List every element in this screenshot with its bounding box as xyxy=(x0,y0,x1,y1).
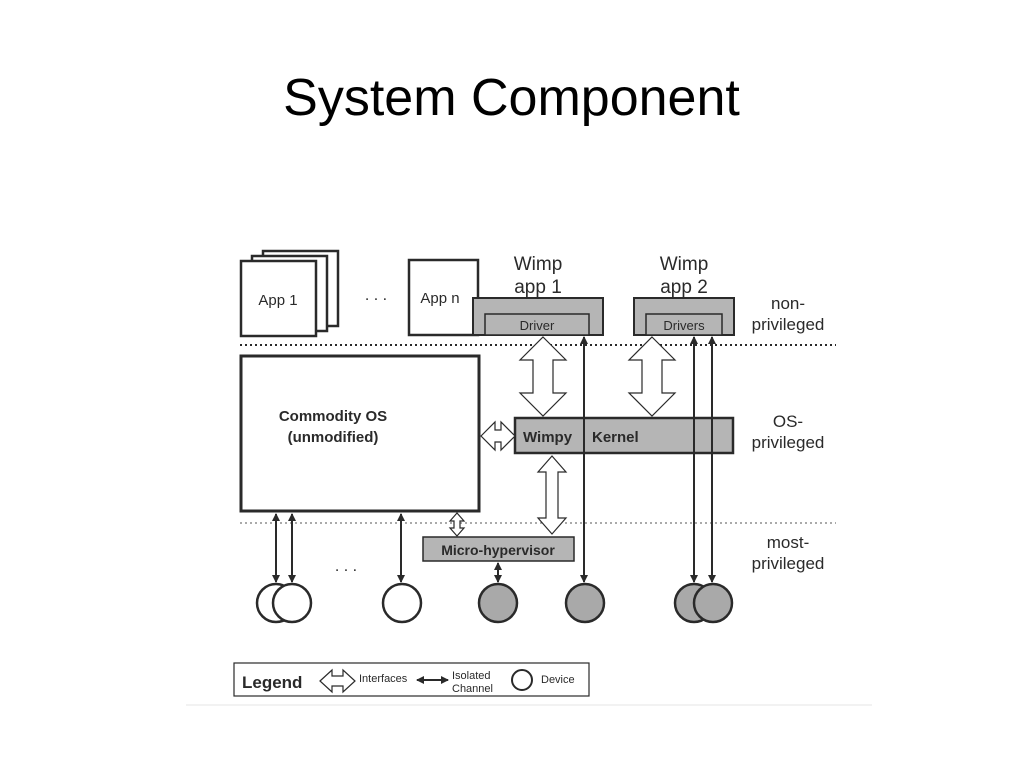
micro-hypervisor: Micro-hypervisor xyxy=(422,536,575,562)
app1-label: App 1 xyxy=(258,292,297,309)
interface-wimpapp1-kernel xyxy=(518,336,568,417)
micro-hypervisor-label: Micro-hypervisor xyxy=(441,542,555,558)
legend-title: Legend xyxy=(242,673,302,692)
micro-hypervisor-box xyxy=(422,536,575,562)
label-most-privileged: most- privileged xyxy=(752,533,825,573)
wimp-app2-title-line1: Wimp xyxy=(660,254,709,275)
legend-isolated-line1: Isolated xyxy=(452,670,491,682)
label-os-privileged: OS- privileged xyxy=(752,412,825,452)
interface-kernel-hypervisor xyxy=(536,455,568,535)
wimp-app1-title-line1: Wimp xyxy=(514,254,563,275)
wimpy-kernel-word1: Wimpy xyxy=(523,429,573,446)
wimp-app1: Wimp app 1 Driver xyxy=(472,254,604,336)
label-os-privileged-line1: OS- xyxy=(773,412,803,431)
device-wimpapp1 xyxy=(564,582,606,624)
legend-device-icon xyxy=(511,669,533,691)
label-most-privileged-line1: most- xyxy=(767,533,810,552)
wimp-app2-title-line2: app 2 xyxy=(660,277,708,298)
label-non-privileged: non- privileged xyxy=(752,294,825,334)
label-os-privileged-line2: privileged xyxy=(752,433,825,452)
interface-arrows xyxy=(448,336,677,537)
legend-interface-icon xyxy=(319,668,356,694)
appn-label: App n xyxy=(420,290,459,307)
apps-ellipsis: . . . xyxy=(365,287,387,304)
wimp-app1-driver-box xyxy=(484,313,590,336)
legend-device-label: Device xyxy=(541,674,575,686)
appn: App n xyxy=(407,258,480,337)
slide-title: System Component xyxy=(283,69,740,127)
wimp-app1-driver-label: Driver xyxy=(520,318,555,333)
device-wimpapp2-b xyxy=(692,582,734,624)
label-most-privileged-line2: privileged xyxy=(752,554,825,573)
device-os-2 xyxy=(381,582,423,624)
wimp-app2: Wimp app 2 Drivers xyxy=(633,254,735,336)
wimp-app1-title-line2: app 1 xyxy=(514,277,562,298)
device-hypervisor xyxy=(477,582,519,624)
device-os-1b xyxy=(271,582,313,624)
legend-isolated-line2: Channel xyxy=(452,683,493,695)
commodity-os-box xyxy=(239,354,481,513)
legend: Legend Interfaces Isolated Channel Devic… xyxy=(233,662,590,697)
app1-box xyxy=(239,259,318,338)
commodity-os-line2: (unmodified) xyxy=(288,429,379,446)
interface-os-kernel xyxy=(480,420,516,452)
wimpy-kernel: Wimpy Kernel xyxy=(513,416,735,455)
wimp-app2-drivers-box xyxy=(645,313,723,336)
channel-arrows xyxy=(272,336,716,583)
interface-os-hypervisor xyxy=(448,512,466,537)
label-non-privileged-line2: privileged xyxy=(752,315,825,334)
commodity-os-line1: Commodity OS xyxy=(279,408,387,425)
devices xyxy=(255,582,734,624)
interface-wimpapp2-kernel xyxy=(627,336,677,417)
legend-interfaces-label: Interfaces xyxy=(359,673,408,685)
devices-ellipsis: . . . xyxy=(335,558,357,575)
commodity-os: Commodity OS (unmodified) xyxy=(239,354,481,513)
label-non-privileged-line1: non- xyxy=(771,294,805,313)
appn-box xyxy=(407,258,480,337)
wimpy-kernel-word2: Kernel xyxy=(592,429,639,446)
app1-stack: App 1 xyxy=(239,249,340,338)
wimp-app2-drivers-label: Drivers xyxy=(663,318,705,333)
